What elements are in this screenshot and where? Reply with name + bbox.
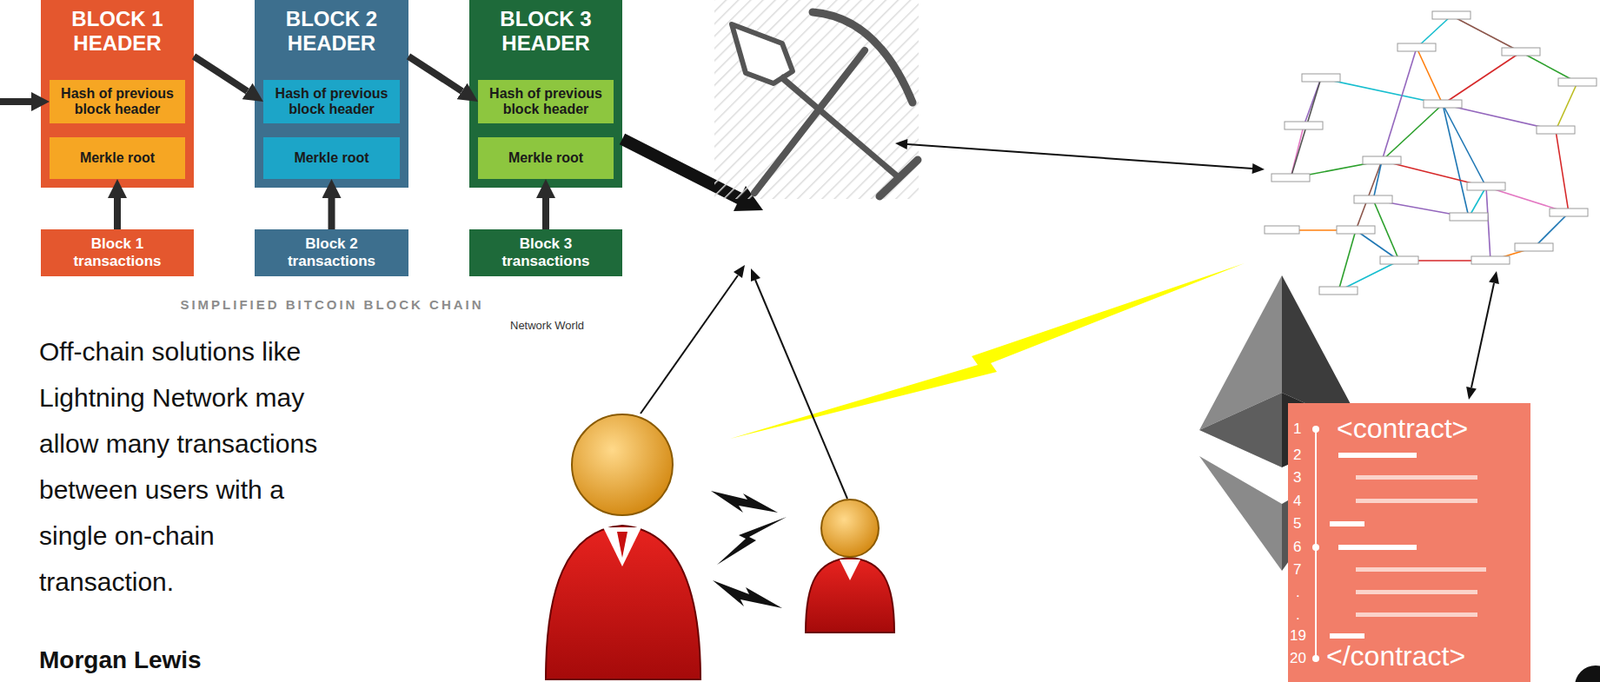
code-text: <contract> bbox=[1336, 411, 1468, 445]
block-header: BLOCK 1 HEADER Hash of previous block hea… bbox=[40, 0, 194, 188]
field-text: Hash of previous block header bbox=[268, 86, 395, 119]
code-text: . bbox=[1295, 606, 1301, 625]
code-text: </contract> bbox=[1326, 639, 1466, 673]
network-node-boxes bbox=[1264, 11, 1597, 295]
flow-arrow bbox=[328, 198, 336, 230]
block-header-ground bbox=[469, 0, 623, 188]
flow-arrow bbox=[408, 56, 463, 92]
field-text: Merkle root bbox=[79, 150, 155, 166]
caption: SIMPLIFIED BITCOIN BLOCK CHAIN bbox=[179, 297, 484, 313]
contract-icon-art bbox=[1287, 403, 1531, 682]
source-credit: Network World bbox=[510, 318, 585, 332]
hash-field: Hash of previous block header bbox=[263, 79, 400, 124]
user-arrows bbox=[640, 265, 848, 499]
block-header-ground bbox=[254, 0, 409, 188]
hash-field: Hash of previous block header bbox=[478, 79, 614, 124]
code-text: 3 bbox=[1293, 469, 1302, 487]
code-text: 6 bbox=[1293, 538, 1302, 557]
code-text: 2 bbox=[1293, 446, 1302, 465]
transactions-box: Block 2 transactions bbox=[254, 229, 409, 277]
flow-arrow bbox=[193, 56, 248, 92]
block-header-ground bbox=[40, 0, 194, 188]
header-text: BLOCK 3 HEADER bbox=[472, 6, 619, 55]
code-text: 4 bbox=[1293, 492, 1302, 511]
double-arrow bbox=[1466, 271, 1500, 400]
field-text: Merkle root bbox=[293, 150, 369, 166]
user-large bbox=[545, 414, 701, 680]
code-text: 20 bbox=[1289, 650, 1307, 668]
merkle-field: Merkle root bbox=[263, 137, 400, 180]
code-text: 1 bbox=[1293, 420, 1302, 439]
note-text: Off-chain solutions like Lightning Netwo… bbox=[39, 328, 344, 605]
network-graph bbox=[1281, 15, 1578, 292]
header-text: BLOCK 2 HEADER bbox=[258, 6, 405, 55]
flow-arrow bbox=[113, 198, 121, 230]
payment-bolts bbox=[710, 491, 787, 609]
flow-arrow bbox=[542, 198, 550, 230]
tx-text: Block 1 transactions bbox=[46, 235, 189, 270]
hash-field: Hash of previous block header bbox=[49, 79, 186, 124]
field-text: Hash of previous block header bbox=[483, 86, 609, 119]
merkle-field: Merkle root bbox=[49, 137, 186, 180]
contract-icon: 1 <contract> 2 3 4 5 6 7.. 19 20 </contract> bbox=[1287, 403, 1531, 682]
code-text: 5 bbox=[1293, 515, 1302, 533]
double-arrow bbox=[895, 139, 1265, 174]
transactions-box: Block 3 transactions bbox=[469, 229, 623, 277]
block-header: BLOCK 3 HEADER Hash of previous block hea… bbox=[469, 0, 623, 188]
code-text: 7 bbox=[1293, 561, 1302, 579]
merkle-field: Merkle root bbox=[478, 137, 614, 180]
lightning-bolt bbox=[730, 263, 1245, 439]
mining-icon bbox=[714, 0, 919, 200]
header-text: BLOCK 1 HEADER bbox=[44, 6, 191, 55]
code-text: 19 bbox=[1289, 627, 1307, 645]
incoming-arrow bbox=[0, 92, 50, 112]
author-credit: Morgan Lewis bbox=[39, 646, 202, 675]
tx-text: Block 3 transactions bbox=[474, 235, 618, 270]
code-text: . bbox=[1295, 584, 1301, 602]
user-small bbox=[805, 499, 895, 633]
field-text: Merkle root bbox=[508, 150, 584, 166]
tx-text: Block 2 transactions bbox=[259, 235, 404, 270]
field-text: Hash of previous block header bbox=[54, 86, 180, 119]
transactions-box: Block 1 transactions bbox=[40, 229, 194, 277]
block-header: BLOCK 2 HEADER Hash of previous block hea… bbox=[254, 0, 409, 188]
page-number-badge bbox=[1574, 665, 1600, 682]
